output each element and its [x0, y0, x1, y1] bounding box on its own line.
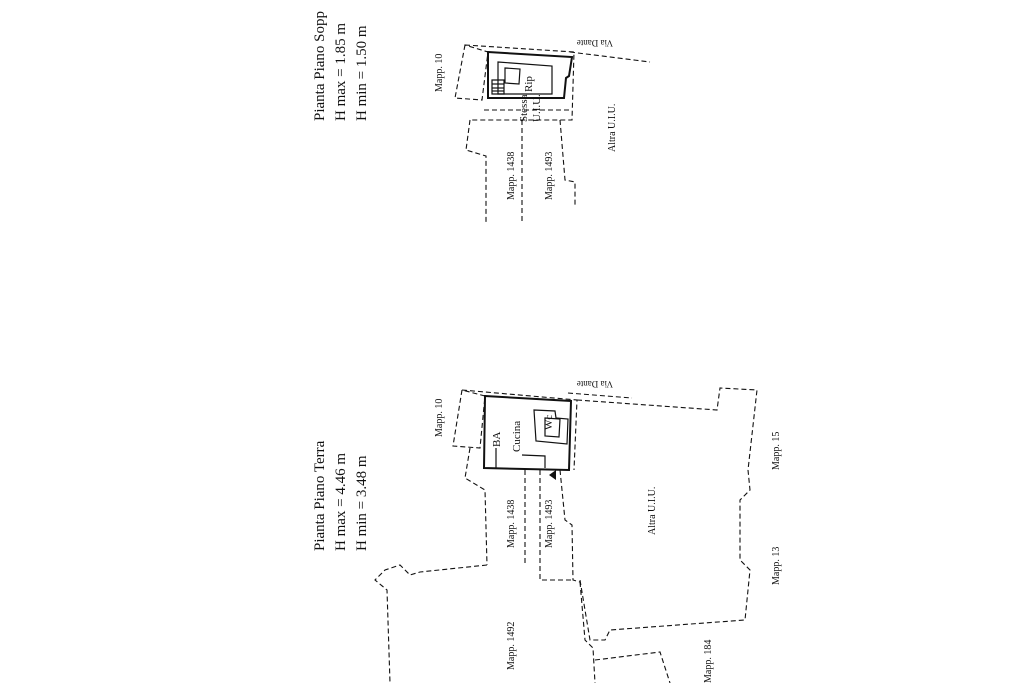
ground-mapp-15-label: Mapp. 15	[771, 432, 782, 470]
ground-h-max: H max = 4.46 m	[333, 453, 349, 551]
ground-mapp-1492-label: Mapp. 1492	[506, 622, 517, 670]
attic-h-max: H max = 1.85 m	[333, 23, 349, 121]
attic-stessa-label: Stessa	[518, 94, 530, 122]
ground-title: Pianta Piano Terra	[312, 440, 328, 551]
ground-h-min: H min = 3.48 m	[354, 455, 370, 551]
attic-altra-uiu-label: Altra U.I.U.	[607, 104, 618, 152]
attic-unit-outline	[487, 50, 574, 99]
ground-unit-outline	[482, 394, 573, 472]
attic-mapp-10-label: Mapp. 10	[434, 54, 445, 92]
attic-title: Pianta Piano Sopp	[312, 11, 328, 121]
ground-street-label: Via Dante	[577, 379, 613, 389]
attic-mapp-1493-label: Mapp. 1493	[544, 152, 555, 200]
attic-floor-plan: Pianta Piano Sopp H max = 1.85 m H min =…	[312, 11, 651, 222]
ground-cucina-label: Cucina	[511, 421, 523, 452]
ground-parcel-mapp-10	[452, 389, 486, 449]
attic-mapp-1438-label: Mapp. 1438	[506, 152, 517, 200]
attic-uiu-label: U.I.U.	[531, 94, 543, 122]
ground-altra-uiu-label: Altra U.I.U.	[647, 487, 658, 535]
ground-mapp-184-label: Mapp. 184	[703, 640, 714, 683]
attic-parcel-mapp-10	[454, 44, 489, 101]
ground-mapp-1438-label: Mapp. 1438	[506, 500, 517, 548]
attic-street-label: Via Dante	[577, 38, 613, 48]
ground-wc-room	[533, 409, 569, 445]
ground-mapp-10-label: Mapp. 10	[434, 399, 445, 437]
ground-mapp-1493-label: Mapp. 1493	[544, 500, 555, 548]
ground-mapp-13-label: Mapp. 13	[771, 547, 782, 585]
ground-floor-plan: Pianta Piano Terra H max = 4.46 m H min …	[312, 379, 782, 683]
ground-parcel-mapp-1492	[374, 564, 488, 683]
entrance-arrow-icon	[549, 470, 556, 480]
attic-h-min: H min = 1.50 m	[354, 25, 370, 121]
ground-ba-label: BA	[491, 432, 503, 447]
ground-parcel-altra-uiu	[576, 387, 758, 641]
attic-rip-label: Rip	[523, 76, 535, 92]
ground-wc-label: Wc	[543, 415, 555, 430]
